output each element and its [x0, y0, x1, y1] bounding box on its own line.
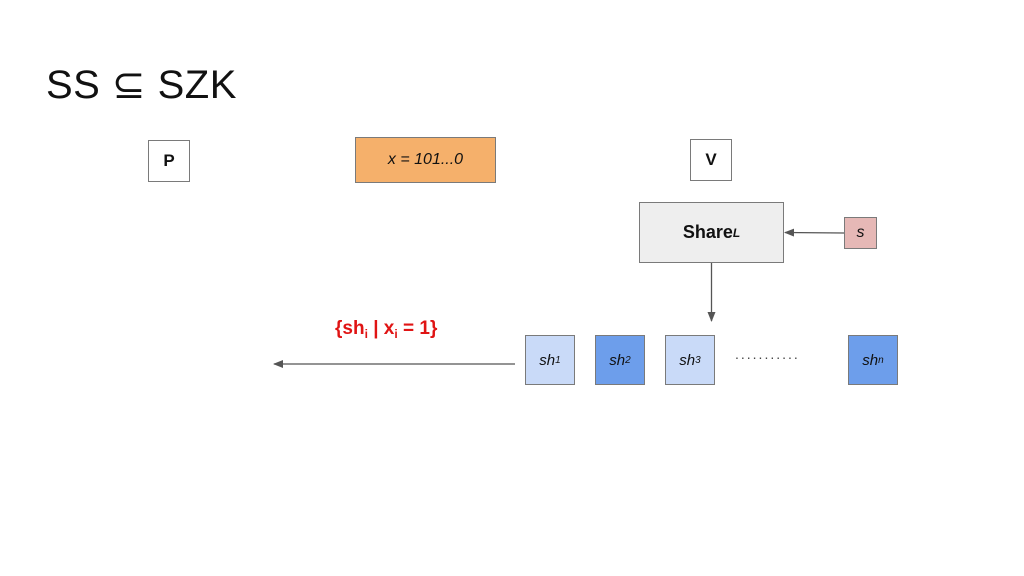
secret-to-share-arrow [784, 228, 845, 237]
share-cell-index: 2 [625, 354, 631, 366]
share-cell-index: n [878, 354, 884, 366]
share-cell-index: 1 [555, 354, 561, 366]
secret-label: s [856, 224, 865, 241]
verifier-label: V [705, 150, 717, 169]
secret-box: s [844, 217, 877, 249]
sent-shares-mid: | x [367, 318, 395, 339]
sent-shares-sub-i: i [364, 327, 368, 341]
share-cell-base: sh [609, 351, 626, 369]
sent-shares-open: {sh [335, 318, 365, 339]
input-string-label: x = 101...0 [387, 151, 464, 168]
share-cell-base: sh [862, 351, 879, 369]
share-algorithm-label: Share [682, 222, 733, 242]
share-cell-index: 3 [695, 354, 701, 366]
share-cell-base: sh [679, 351, 696, 369]
prover-box: P [148, 140, 190, 182]
share-cell-base: sh [539, 351, 556, 369]
slide-title: SS ⊆ SZK [46, 63, 237, 107]
prover-label: P [163, 151, 175, 170]
share-algorithm-subscript: L [732, 225, 741, 240]
sent-shares-label: {shi | xi = 1} [335, 318, 437, 341]
shares-ellipsis: ........... [735, 346, 800, 362]
input-string-box: x = 101...0 [355, 137, 496, 183]
sent-shares-close: = 1} [397, 318, 438, 339]
sent-shares-sub-x: i [394, 327, 398, 341]
verifier-box: V [690, 139, 732, 181]
